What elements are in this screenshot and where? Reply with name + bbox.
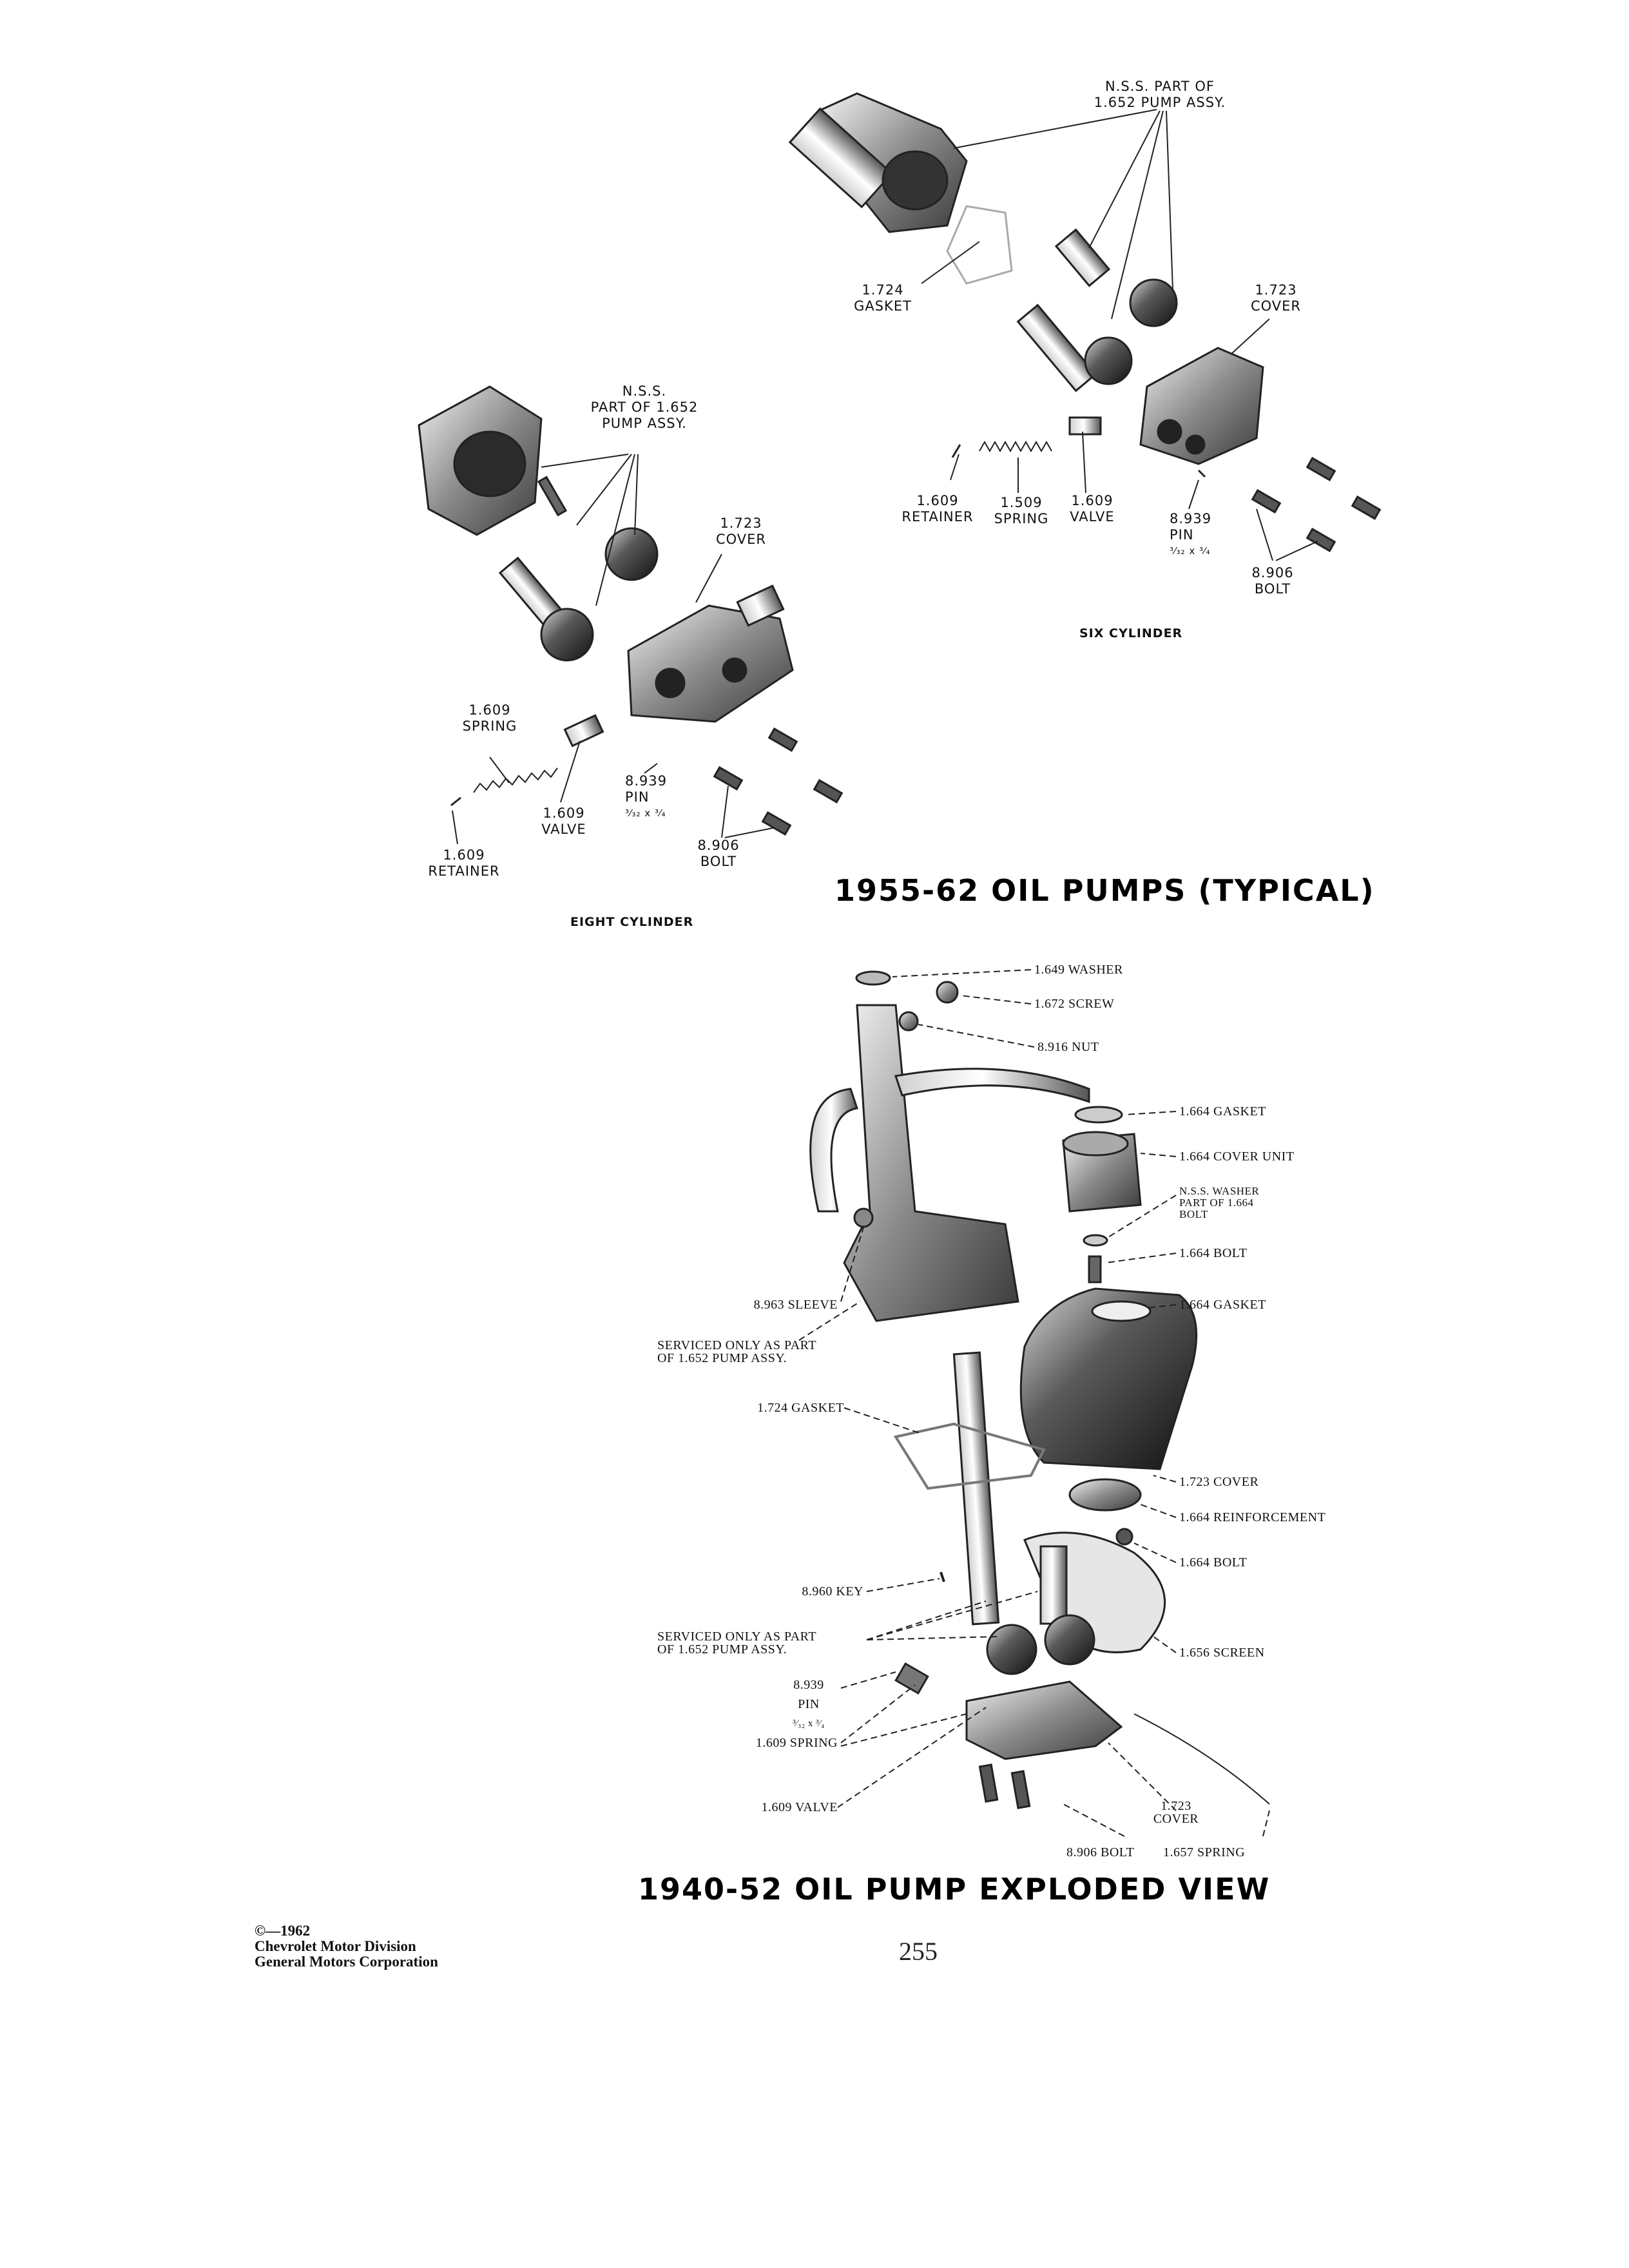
eight-cyl-retainer-label: 1.609 RETAINER [428, 847, 500, 879]
ev-bolt-bottom-label: 8.906 BOLT [1066, 1845, 1135, 1860]
ev-cover-unit-label: 1.664 COVER UNIT [1179, 1149, 1295, 1164]
eight-cylinder-pump-drawing [418, 385, 843, 836]
ev-key-label: 8.960 KEY [802, 1584, 863, 1599]
six-cylinder-caption: SIX CYLINDER [1079, 626, 1183, 640]
six-cyl-spring [979, 440, 1052, 453]
eight-cyl-cover-shaft [736, 584, 785, 627]
ev-main-cover [1019, 1287, 1198, 1470]
ev-screw [936, 981, 959, 1004]
eight-cyl-bolts [713, 727, 843, 836]
ev-nss-washer-label: N.S.S. WASHER PART OF 1.664 BOLT [1179, 1185, 1260, 1220]
ev-spring-1657 [1133, 1713, 1270, 1805]
ev-washer [855, 970, 891, 986]
ev-washer-label: 1.649 WASHER [1034, 963, 1123, 977]
ev-reinforcement [1068, 1478, 1142, 1512]
ev-inlet-tube [809, 1088, 858, 1213]
eight-cyl-valve-label: 1.609 VALVE [541, 805, 586, 837]
ev-bolt-1664 [1115, 1528, 1133, 1546]
six-cyl-bolts [1251, 457, 1382, 552]
six-cyl-valve [1068, 416, 1102, 436]
six-cyl-bolt-label: 8.906 BOLT [1251, 565, 1294, 597]
ev-gasket-1724 [893, 1422, 1046, 1490]
six-cyl-retainer-label: 1.609 RETAINER [901, 493, 974, 524]
title-1940-52: 1940-52 OIL PUMP EXPLODED VIEW [638, 1872, 1271, 1907]
eight-cyl-cover [627, 604, 794, 723]
ev-pin-label: 8.939 PIN ³⁄₃₂ x ³⁄₄ [793, 1678, 825, 1729]
ev-bottom-bolt-2 [1010, 1770, 1031, 1809]
ev-gasket-top-label: 1.664 GASKET [1179, 1104, 1266, 1119]
eight-cyl-retainer [450, 796, 461, 807]
eight-cylinder-leaders [452, 454, 774, 845]
ev-spring-label: 1.609 SPRING [755, 1736, 838, 1750]
ev-cover-1723-label: 1.723 COVER [1179, 1475, 1259, 1489]
six-cyl-nss-callout: N.S.S. PART OF 1.652 PUMP ASSY. [1094, 79, 1226, 110]
eight-cyl-spring [473, 767, 558, 793]
ev-screw-label: 1.672 SCREW [1034, 997, 1115, 1011]
eight-cyl-spring-label: 1.609 SPRING [462, 702, 517, 734]
six-cyl-retainer [951, 444, 961, 458]
ev-washer-nss [1083, 1234, 1108, 1247]
six-cylinder-leaders [921, 109, 1318, 561]
eight-cyl-cover-label: 1.723 COVER [715, 515, 767, 547]
ev-housing [843, 1004, 1019, 1322]
copyright-notice: ©—1962 Chevrolet Motor Division General … [255, 1923, 438, 1970]
ev-bolt-top [1088, 1255, 1102, 1283]
ev-bottom-bolt-1 [978, 1763, 999, 1803]
eight-cyl-valve [563, 714, 604, 747]
ev-key [940, 1571, 945, 1582]
eight-cyl-pin-label: 8.939 PIN ³⁄₃₂ x ³⁄₄ [625, 773, 668, 819]
six-cyl-cover-label: 1.723 COVER [1250, 282, 1302, 314]
six-cyl-gear-1 [1129, 278, 1178, 327]
six-cyl-pin-label: 8.939 PIN ³⁄₃₂ x ³⁄₄ [1170, 511, 1212, 557]
eight-cyl-gear-1 [604, 527, 659, 581]
ev-screen-label: 1.656 SCREEN [1179, 1646, 1265, 1660]
six-cyl-gasket-label: 1.724 GASKET [854, 282, 912, 314]
ev-gasket-1724-label: 1.724 GASKET [757, 1401, 844, 1415]
six-cyl-pin [1197, 469, 1206, 478]
ev-sleeve [853, 1207, 874, 1228]
ev-nut [898, 1011, 919, 1032]
ev-bottom-cover [965, 1680, 1123, 1760]
ev-bent-tube [894, 1068, 1090, 1104]
six-cyl-gear-2 [1084, 336, 1133, 385]
ev-reinforcement-label: 1.664 REINFORCEMENT [1179, 1510, 1326, 1524]
ev-sleeve-label: 8.963 SLEEVE [753, 1298, 838, 1312]
ev-bolt-1664-label: 1.664 BOLT [1179, 1555, 1248, 1570]
six-cyl-spring-label: 1.509 SPRING [994, 495, 1049, 526]
ev-gear-1 [986, 1624, 1037, 1675]
six-cylinder-pump-drawing [788, 92, 1382, 552]
six-cyl-gasket [946, 205, 1013, 285]
six-cyl-valve-label: 1.609 VALVE [1070, 493, 1115, 524]
page-number: 255 [899, 1937, 938, 1966]
eight-cyl-nss-callout: N.S.S. PART OF 1.652 PUMP ASSY. [590, 383, 699, 431]
ev-gasket-mid-label: 1.664 GASKET [1179, 1298, 1266, 1312]
eight-cyl-pin [537, 476, 568, 517]
exploded-view-leaders [798, 969, 1270, 1837]
exploded-view-drawing [809, 970, 1270, 1809]
ev-serviced-top-label: SERVICED ONLY AS PART OF 1.652 PUMP ASSY… [657, 1338, 817, 1365]
six-cyl-drive-shaft [1016, 303, 1097, 392]
six-cyl-intake-tube [788, 107, 894, 209]
six-cyl-shaft-short [1054, 228, 1111, 287]
ev-valve [894, 1662, 929, 1695]
ev-cover-bottom-label: 1.723 COVER [1153, 1799, 1199, 1826]
eight-cylinder-caption: EIGHT CYLINDER [570, 915, 694, 929]
ev-nut-label: 8.916 NUT [1037, 1040, 1099, 1054]
ev-short-shaft [1039, 1545, 1068, 1625]
ev-drive-shaft [952, 1351, 1000, 1626]
ev-gasket-top [1074, 1106, 1123, 1124]
ev-bolt-top-label: 1.664 BOLT [1179, 1246, 1248, 1260]
eight-cyl-gear-2 [540, 608, 594, 662]
title-1955-62: 1955-62 OIL PUMPS (TYPICAL) [834, 873, 1375, 908]
ev-valve-label: 1.609 VALVE [761, 1800, 838, 1814]
ev-spring-1657-label: 1.657 SPRING [1163, 1845, 1246, 1860]
ev-gear-2 [1044, 1614, 1095, 1666]
ev-serviced-bottom-label: SERVICED ONLY AS PART OF 1.652 PUMP ASSY… [657, 1629, 817, 1657]
eight-cyl-bolt-label: 8.906 BOLT [697, 838, 740, 869]
